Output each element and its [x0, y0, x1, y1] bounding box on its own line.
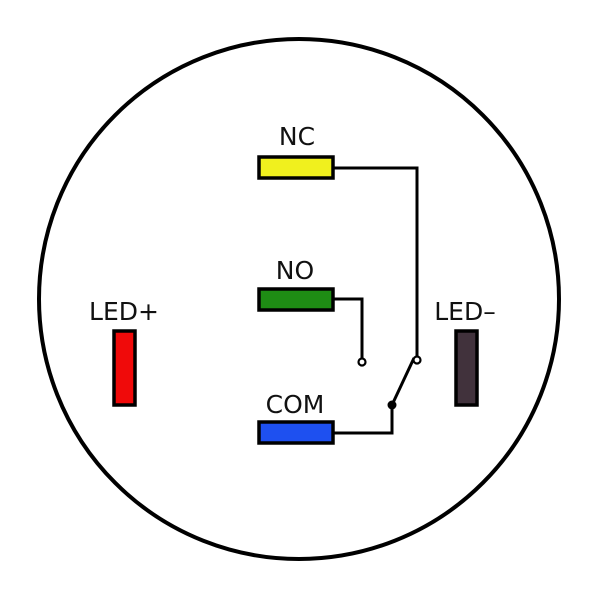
nc-label: NC [279, 122, 315, 151]
led-plus-label: LED+ [89, 297, 159, 326]
led-plus-pin [112, 329, 137, 407]
no-wire [333, 297, 364, 358]
nc-contact-terminal [412, 355, 422, 365]
housing-outline [37, 37, 561, 561]
led-minus-label: LED– [434, 297, 495, 326]
nc-wire [333, 166, 419, 356]
com-pin [257, 420, 335, 445]
no-label: NO [276, 256, 314, 285]
com-label: COM [266, 390, 325, 419]
com-wire [333, 405, 394, 435]
no-pin [257, 287, 335, 312]
nc-pin [257, 155, 335, 180]
no-contact-terminal [357, 357, 367, 367]
com-pivot-terminal [387, 400, 397, 410]
led-minus-pin [454, 329, 479, 407]
switch-lever [390, 357, 416, 406]
